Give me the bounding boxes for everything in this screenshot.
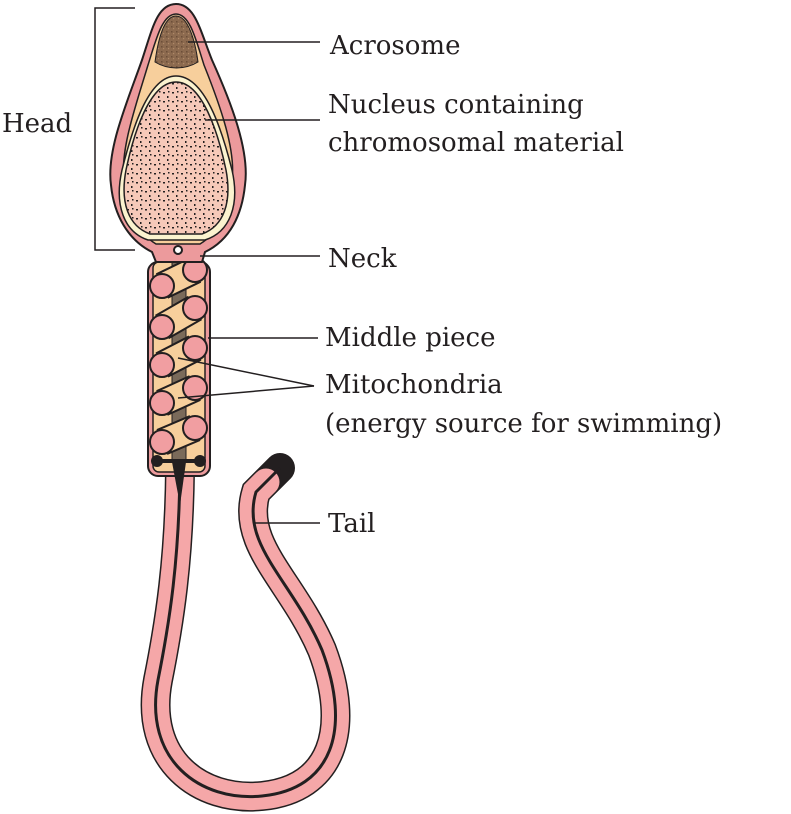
label-neck: Neck <box>328 244 397 274</box>
label-mitochondria-line1: Mitochondria <box>325 370 503 400</box>
label-acrosome: Acrosome <box>329 31 460 61</box>
label-head: Head <box>2 109 72 139</box>
leader-lines <box>177 41 320 524</box>
label-nucleus-line1: Nucleus containing <box>328 90 584 120</box>
label-tail: Tail <box>328 509 375 539</box>
head-bracket <box>94 7 135 251</box>
head <box>109 2 247 263</box>
label-mitochondria-line2: (energy source for swimming) <box>325 409 722 439</box>
nucleus <box>123 81 229 235</box>
middle-piece <box>147 257 211 505</box>
mitochondria <box>149 257 208 455</box>
label-middle-piece: Middle piece <box>325 323 496 353</box>
tail <box>140 453 351 812</box>
acrosome <box>154 15 199 69</box>
label-nucleus-line2: chromosomal material <box>328 128 624 158</box>
